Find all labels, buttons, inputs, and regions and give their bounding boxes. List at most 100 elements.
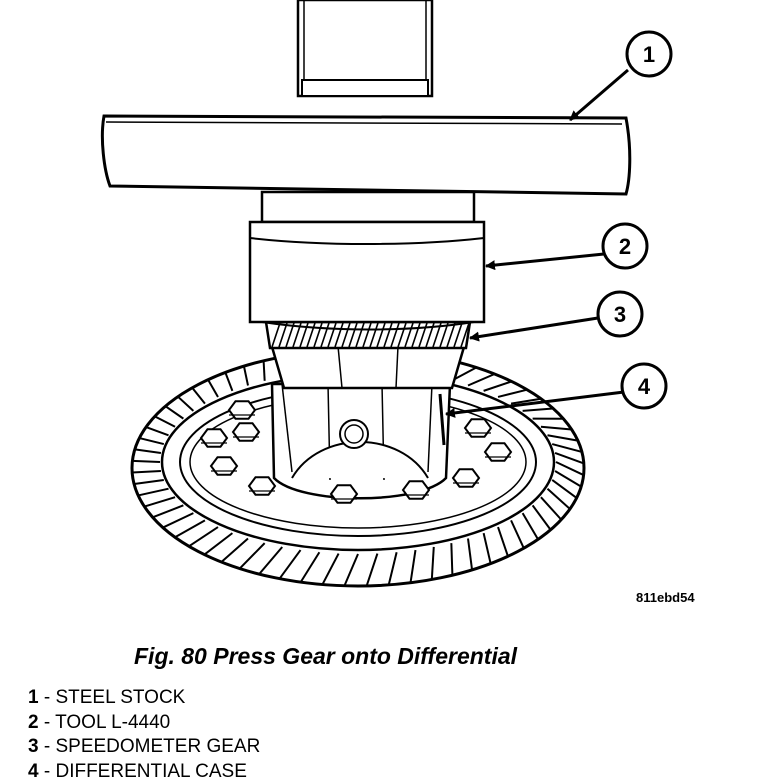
callout-3: 3 — [596, 290, 644, 338]
speedometer-tooth — [453, 322, 463, 348]
speedometer-tooth — [313, 322, 323, 348]
legend-label: SPEEDOMETER GEAR — [55, 736, 261, 757]
gear-tooth — [220, 537, 249, 563]
gear-tooth — [174, 519, 206, 539]
gear-tooth — [321, 553, 340, 585]
gear-tooth — [497, 388, 528, 398]
gear-tooth — [546, 487, 571, 510]
gear-tooth — [547, 434, 578, 442]
gear-tooth — [133, 478, 164, 486]
speedometer-tooth — [446, 322, 456, 348]
legend-label: DIFFERENTIAL CASE — [55, 760, 247, 782]
speedometer-tooth — [376, 322, 386, 348]
gear-tooth — [262, 360, 266, 381]
gear-tooth — [242, 365, 249, 386]
gear-tooth — [299, 551, 321, 583]
speedometer-tooth — [355, 322, 365, 348]
gear-tooth — [409, 549, 417, 583]
legend-item: 3 - SPEEDOMETER GEAR — [28, 735, 260, 760]
legend-item: 1 - STEEL STOCK — [28, 686, 260, 711]
gear-tooth — [467, 373, 495, 387]
gear-tooth — [554, 452, 585, 465]
speedometer-tooth — [285, 322, 295, 348]
gear-tooth — [164, 405, 184, 420]
bolt-icon — [401, 480, 431, 500]
callout-1: 1 — [625, 30, 673, 78]
gear-tooth — [554, 470, 582, 488]
callout-4: 4 — [620, 362, 668, 410]
speedometer-tooth — [383, 322, 393, 348]
gear-tooth — [145, 426, 169, 437]
legend-separator: - — [38, 687, 56, 708]
gear-tooth — [144, 496, 176, 508]
legend-label: STEEL STOCK — [55, 687, 186, 708]
callout-4-number: 4 — [638, 374, 651, 399]
speedometer-tooth — [348, 322, 358, 348]
callout-leaders — [445, 68, 629, 418]
gear-tooth — [152, 504, 184, 519]
gear-tooth — [343, 553, 359, 587]
gear-tooth — [497, 526, 509, 557]
ring-gear-teeth — [132, 349, 585, 587]
callout-circle-icon — [625, 30, 673, 78]
bolt-icon — [247, 476, 277, 496]
gear-tooth — [483, 380, 512, 392]
gear-tooth — [540, 425, 572, 431]
gear-tooth — [430, 546, 435, 580]
gear-tooth — [139, 437, 165, 446]
speedometer-tooth — [404, 322, 414, 348]
speedometer-tooth — [278, 322, 288, 348]
figure-id: 811ebd54 — [636, 590, 695, 605]
legend-number: 2 — [28, 711, 39, 733]
gear-tooth — [224, 372, 234, 392]
bolt-icon — [463, 418, 493, 438]
gear-tooth — [551, 443, 583, 453]
gear-tooth — [531, 504, 552, 531]
speedometer-tooth — [369, 322, 379, 348]
gear-tooth — [450, 543, 454, 576]
callout-circle-icon — [620, 362, 668, 410]
speedometer-tooth — [341, 322, 351, 348]
gear-tooth — [207, 379, 219, 398]
gear-tooth — [132, 459, 161, 463]
gear-tooth — [177, 395, 195, 412]
gear-tooth — [551, 479, 578, 499]
gear-tooth — [510, 519, 525, 549]
speedometer-tooth — [460, 322, 470, 348]
legend: 1 - STEEL STOCK 2 - TOOL L-4440 3 - SPEE… — [28, 686, 260, 784]
legend-number: 3 — [28, 736, 39, 757]
figure-caption: Fig. 80 Press Gear onto Differential — [134, 643, 518, 669]
bolt-icon — [329, 484, 359, 504]
gear-tooth — [482, 532, 492, 564]
gear-tooth — [258, 546, 283, 575]
gear-tooth — [162, 512, 194, 529]
legend-item: 2 - TOOL L-4440 — [28, 711, 260, 736]
callout-circle-icon — [601, 222, 649, 270]
tool-l-4440 — [248, 190, 486, 331]
ring-gear-bolts — [199, 400, 513, 504]
legend-separator: - — [38, 711, 56, 733]
legend-item: 4 - DIFFERENTIAL CASE — [28, 760, 260, 784]
bolt-icon — [199, 428, 229, 448]
callout-2: 2 — [601, 222, 649, 270]
legend-separator: - — [38, 760, 56, 782]
callout-3-number: 3 — [614, 302, 626, 327]
gear-tooth — [387, 551, 398, 586]
legend-number: 4 — [28, 760, 39, 782]
gear-tooth — [137, 487, 169, 497]
legend-label: TOOL L-4440 — [55, 711, 171, 733]
bolt-icon — [451, 468, 481, 488]
gear-tooth — [555, 461, 585, 476]
legend-number: 1 — [28, 687, 39, 708]
gear-tooth — [510, 397, 542, 405]
legend-separator: - — [38, 736, 56, 757]
bolt-icon — [231, 422, 261, 442]
gear-tooth — [132, 470, 162, 474]
callout-1-number: 1 — [643, 42, 655, 67]
callout-2-number: 2 — [619, 234, 631, 259]
gear-tooth — [467, 538, 474, 570]
speedometer-tooth — [362, 322, 372, 348]
gear-tooth — [522, 407, 554, 412]
gear-tooth — [521, 512, 539, 540]
bolt-icon — [209, 456, 239, 476]
